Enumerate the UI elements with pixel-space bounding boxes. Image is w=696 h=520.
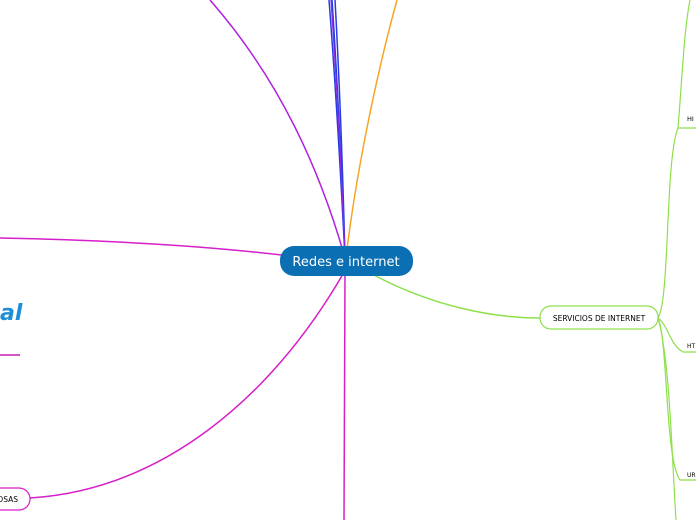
connector-magenta-bottom	[343, 273, 346, 520]
connector-lime-hi	[657, 127, 696, 319]
connector-magenta-cosas	[29, 273, 344, 499]
connector-orange	[345, 0, 398, 259]
connector-lime-servicios	[371, 273, 541, 319]
left-partial-label[interactable]: al	[0, 301, 23, 326]
connector-lime-up	[677, 0, 691, 129]
connector-purple-top-2	[330, 0, 346, 259]
connector-lime-ht	[657, 317, 696, 353]
cosas-node[interactable]: OSAS	[0, 487, 31, 511]
central-topic-label: Redes e internet	[292, 255, 399, 270]
subtopic-ht-label[interactable]: HT	[687, 343, 696, 350]
connector-purple-top	[209, 0, 346, 259]
servicios-label: SERVICIOS DE INTERNET	[553, 314, 646, 323]
subtopic-ur-label[interactable]: UR	[687, 472, 696, 479]
connector-magenta-left	[0, 237, 291, 257]
central-topic-node[interactable]: Redes e internet	[280, 246, 413, 276]
servicios-node[interactable]: SERVICIOS DE INTERNET	[539, 305, 659, 330]
cosas-label: OSAS	[0, 495, 18, 504]
connector-lime-down	[657, 317, 677, 520]
subtopic-hi-label[interactable]: HI	[687, 115, 694, 123]
